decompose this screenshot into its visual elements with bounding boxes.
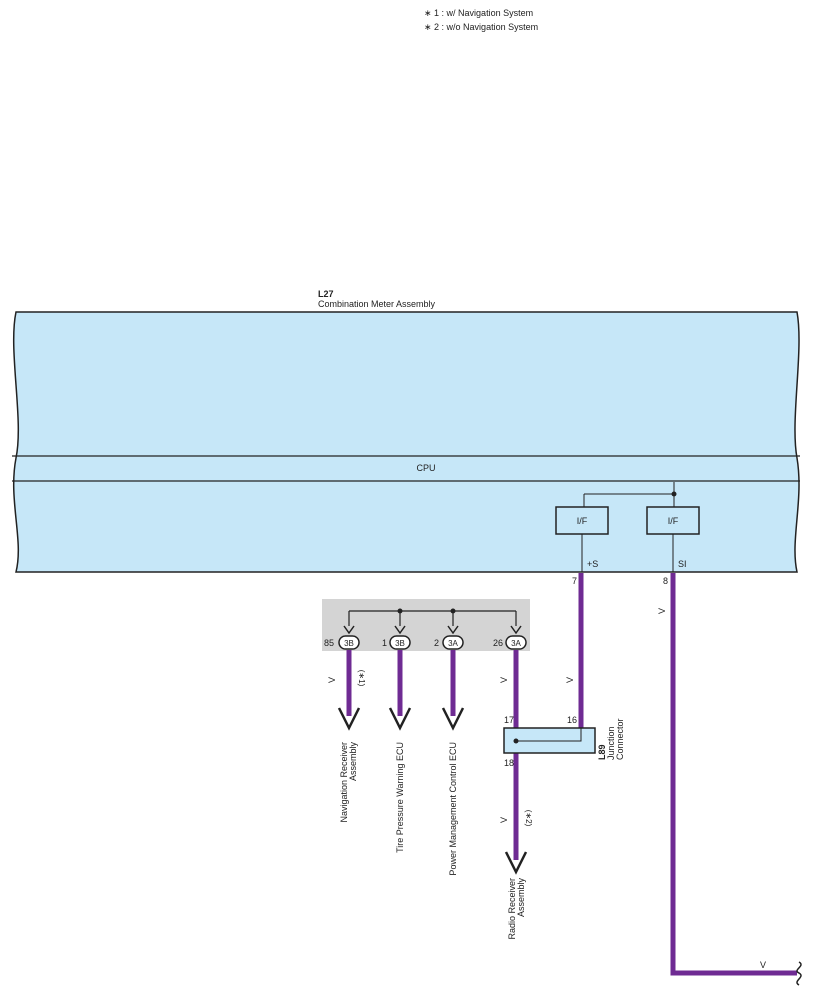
connector-pill-26	[505, 635, 527, 650]
meter-code: L27	[318, 289, 334, 299]
dest-nav-line1: Navigation Receiver	[339, 742, 349, 823]
if-box-right	[646, 506, 700, 535]
junction-name-1: Junction	[606, 726, 616, 760]
note-nav: ∗ 1 : w/ Navigation System	[424, 8, 533, 18]
if-box-left	[555, 506, 609, 535]
connector-pill-2	[442, 635, 464, 650]
connector-pill-1-label: 3B	[395, 639, 405, 648]
junction-pin-17: 17	[504, 715, 514, 725]
junction-name-2: Connector	[615, 718, 625, 760]
nav-variant-note: (∗1)	[357, 670, 366, 687]
pin-number-2: 2	[434, 638, 439, 648]
junction-internal-link	[516, 728, 582, 742]
wire-color-radio: V	[499, 817, 509, 823]
wire-group	[346, 573, 797, 976]
dest-power-management-ecu: Power Management Control ECU	[448, 742, 458, 876]
connector-pill-85-label: 3B	[344, 639, 354, 648]
junction-code: L89	[597, 744, 607, 760]
chevron-down-icon	[394, 625, 406, 635]
arrow-down-icon	[337, 707, 361, 731]
pin-plus-s-number: 7	[572, 576, 577, 586]
junction-dot	[513, 738, 519, 744]
wire-break-icon	[796, 961, 802, 986]
wire-color-26: V	[499, 677, 509, 683]
meter-name: Combination Meter Assembly	[318, 299, 436, 309]
wire-color-si: V	[657, 608, 667, 614]
dest-radio-line1: Radio Receiver	[507, 878, 517, 940]
dest-tire-pressure-ecu: Tire Pressure Warning ECU	[395, 742, 405, 853]
wire-color-nav: V	[327, 677, 337, 683]
cpu-label: CPU	[416, 463, 435, 473]
arrow-down-icon	[504, 851, 528, 875]
wire-color-si-bottom: V	[760, 960, 766, 970]
dest-radio-line2: Assembly	[516, 878, 526, 918]
if-right-label: I/F	[668, 516, 679, 526]
wire-color-plus-s: V	[565, 677, 575, 683]
pin-number-26: 26	[493, 638, 503, 648]
pin-si-label: SI	[678, 559, 687, 569]
junction-pin-18: 18	[504, 758, 514, 768]
chevron-down-icon	[510, 625, 522, 635]
chevron-down-icon	[447, 625, 459, 635]
pin-number-1: 1	[382, 638, 387, 648]
wire-si-out	[670, 573, 797, 976]
if-bus-junction-dot	[671, 491, 677, 497]
connector-pill-1	[389, 635, 411, 650]
connector-pill-85	[338, 635, 360, 650]
if-left-label: I/F	[577, 516, 588, 526]
junction-pin-16: 16	[567, 715, 577, 725]
pin-plus-s-label: +S	[587, 559, 598, 569]
pin-number-85: 85	[324, 638, 334, 648]
arrow-down-icon	[388, 707, 412, 731]
bus-dot-2	[450, 608, 456, 614]
pin-si-number: 8	[663, 576, 668, 586]
arrow-down-icon	[441, 707, 465, 731]
dest-nav-line2: Assembly	[348, 742, 358, 782]
radio-variant-note: (∗2)	[524, 810, 533, 827]
note-no-nav: ∗ 2 : w/o Navigation System	[424, 22, 538, 32]
connector-pill-2-label: 3A	[448, 639, 458, 648]
chevron-down-icon	[343, 625, 355, 635]
connector-pill-26-label: 3A	[511, 639, 521, 648]
bus-dot-1	[397, 608, 403, 614]
